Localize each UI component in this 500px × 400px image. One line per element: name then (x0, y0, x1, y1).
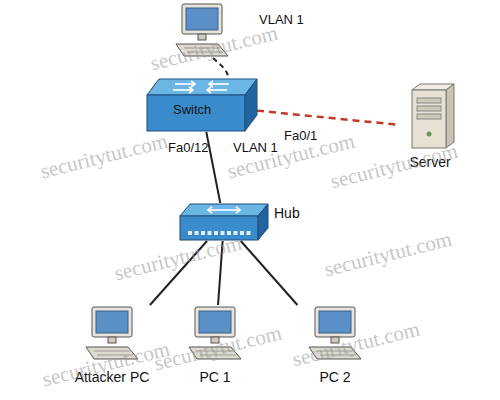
switch-node: Switch (145, 78, 257, 132)
network-link (241, 241, 298, 305)
watermark: securitytut.com (290, 317, 422, 373)
node-label: PC 2 (285, 369, 385, 385)
watermark: securitytut.com (322, 227, 454, 283)
watermark: securitytut.com (152, 321, 284, 377)
port-label: Fa0/12 (168, 140, 208, 155)
node-label: Hub (274, 205, 300, 221)
watermark: securitytut.com (148, 21, 280, 77)
watermark: securitytut.com (38, 129, 170, 185)
node-label: PC 1 (165, 369, 265, 385)
wireless-link (213, 58, 228, 82)
watermark: securitytut.com (40, 337, 172, 393)
dashed-link (257, 111, 400, 125)
watermark: securitytut.com (112, 231, 244, 287)
node-label: Switch (173, 102, 211, 117)
